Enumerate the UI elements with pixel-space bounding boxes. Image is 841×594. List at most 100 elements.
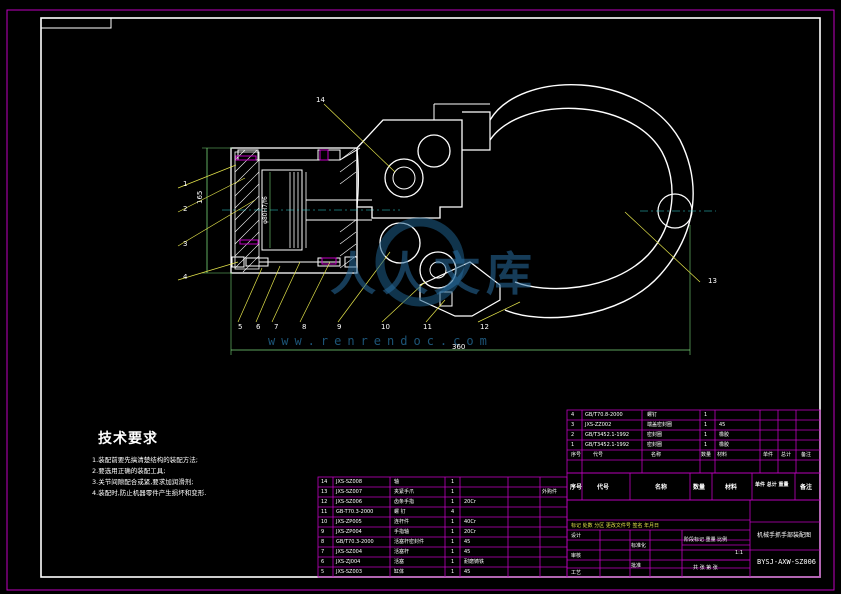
callout-7: 7 <box>274 323 279 331</box>
table-cell-code: JXS-ZZ002 <box>585 422 612 428</box>
header-cell: 单件 总计 重量 <box>755 482 789 488</box>
scale-value: 1:1 <box>735 550 744 556</box>
header-cell: 单件 <box>763 452 774 458</box>
table-cell-qty: 1 <box>451 529 455 535</box>
table-cell-name: 手指轴 <box>394 529 410 535</box>
callout-8: 8 <box>302 323 307 331</box>
table-cell-code: JXS-SZ008 <box>336 479 363 485</box>
header-cell: 数量 <box>701 452 712 458</box>
table-cell-name: 轴 <box>394 479 400 485</box>
header-cell: 名称 <box>655 484 668 491</box>
code-box <box>40 17 112 29</box>
watermark <box>375 217 465 307</box>
table-cell-name: 连杆件 <box>394 519 410 525</box>
table-cell-code: JXS-ZP004 <box>336 529 362 535</box>
table-cell-code: GB/T3452.1-1992 <box>585 442 630 448</box>
tech-req-line: 4.装配时,防止机器零件产生损坏和变形. <box>92 489 207 497</box>
table-cell-mat: 45 <box>464 549 471 555</box>
callout-10: 10 <box>381 323 390 331</box>
callout-4: 4 <box>183 273 188 281</box>
callout-3: 3 <box>183 240 188 248</box>
callout-6: 6 <box>256 323 261 331</box>
table-cell-mat: 橡胶 <box>719 442 730 448</box>
table-cell-mat: 橡胶 <box>719 432 730 438</box>
table-cell-code: JXS-SZ007 <box>336 489 363 495</box>
table-cell-mat: 45 <box>719 422 726 428</box>
table-cell-no: 10 <box>321 519 328 525</box>
table-cell-no: 4 <box>571 412 575 418</box>
header-cell: 序号 <box>571 452 582 458</box>
revision-label: 处数 <box>582 523 593 529</box>
revision-label: 更改文件号 <box>605 523 631 529</box>
header-cell: 备注 <box>801 452 812 458</box>
tech-req-line: 1.装配前要先搞清楚结构的装配方法; <box>92 456 198 464</box>
table-cell-name: 缸体 <box>394 569 405 575</box>
paper-border <box>6 9 835 591</box>
table-cell-code: JXS-ZP005 <box>336 519 362 525</box>
role-process: 工艺 <box>571 570 582 576</box>
table-cell-mat: 20Cr <box>464 529 476 535</box>
table-cell-qty: 1 <box>451 519 455 525</box>
sheet-count: 共 张 第 张 <box>693 565 718 571</box>
callout-12: 12 <box>480 323 489 331</box>
table-cell-no: 6 <box>321 559 325 565</box>
header-cell: 名称 <box>651 452 662 458</box>
parts-table-left-grid <box>317 476 568 578</box>
table-cell-code: GB/T3452.1-1992 <box>585 432 630 438</box>
table-cell-no: 13 <box>321 489 328 495</box>
table-cell-code: JXS-SZ003 <box>336 569 363 575</box>
table-cell-name: 端盖密封圈 <box>647 422 673 428</box>
table-cell-no: 5 <box>321 569 325 575</box>
callout-1: 1 <box>183 180 188 188</box>
drawing-number: BYSJ-AXW-SZ006 <box>757 558 817 566</box>
drawing-title: 机械手抓手部装配图 <box>757 532 812 539</box>
table-cell-qty: 1 <box>451 569 455 575</box>
table-cell-mat: 45 <box>464 569 471 575</box>
parts-header-small: 序号 代号 名称 数量 材料 单件 总计 备注 <box>567 451 820 460</box>
role-approve: 批准 <box>631 563 642 569</box>
tech-req-line: 2.要选用正确的装配工具; <box>92 467 166 475</box>
table-cell-qty: 1 <box>451 479 455 485</box>
callout-11: 11 <box>423 323 432 331</box>
table-cell-code: JXS-SZ006 <box>336 499 363 505</box>
header-cell: 材料 <box>725 484 738 491</box>
revision-label: 标记 <box>571 523 582 529</box>
tech-req-line: 3.关节间隙配合或紧,要求加润滑剂; <box>92 478 194 486</box>
cylinder-body <box>230 147 358 274</box>
parts-table-right-grid <box>566 409 821 501</box>
header-cell: 序号 <box>570 484 583 491</box>
title-block: 标记 处数 分区 更改文件号 签名 年月日 设计 审核 工艺 标准化 批准 阶段… <box>567 500 820 577</box>
stage-label: 阶段标记 重量 比例 <box>684 537 728 543</box>
table-cell-qty: 1 <box>451 489 455 495</box>
table-cell-qty: 4 <box>451 509 455 515</box>
header-cell: 备注 <box>800 484 813 491</box>
table-row: 5 JXS-SZ003 缸体 1 45 <box>318 567 567 577</box>
callout-14: 14 <box>316 96 325 104</box>
table-cell-name: 夹紧手爪 <box>394 489 415 495</box>
revision-label: 年月日 <box>644 523 660 529</box>
dimension-width: 360 <box>452 343 466 351</box>
table-cell-no: 9 <box>321 529 325 535</box>
table-cell-qty: 1 <box>451 559 455 565</box>
table-cell-no: 1 <box>571 442 575 448</box>
table-cell-mat: 45 <box>464 539 471 545</box>
table-cell-qty: 1 <box>704 412 708 418</box>
table-cell-name: 活塞杆 <box>394 549 410 555</box>
header-cell: 数量 <box>693 484 706 491</box>
dimension-height: 165 <box>196 190 204 204</box>
table-cell-qty: 1 <box>451 539 455 545</box>
tech-requirements-list: 1.装配前要先搞清楚结构的装配方法; 2.要选用正确的装配工具; 3.关节间隙配… <box>92 455 206 499</box>
table-cell-code: JXS-SZ004 <box>336 549 363 555</box>
callout-9: 9 <box>337 323 342 331</box>
watermark-url: www.renrendoc.com <box>268 334 493 348</box>
table-cell-no: 3 <box>571 422 575 428</box>
